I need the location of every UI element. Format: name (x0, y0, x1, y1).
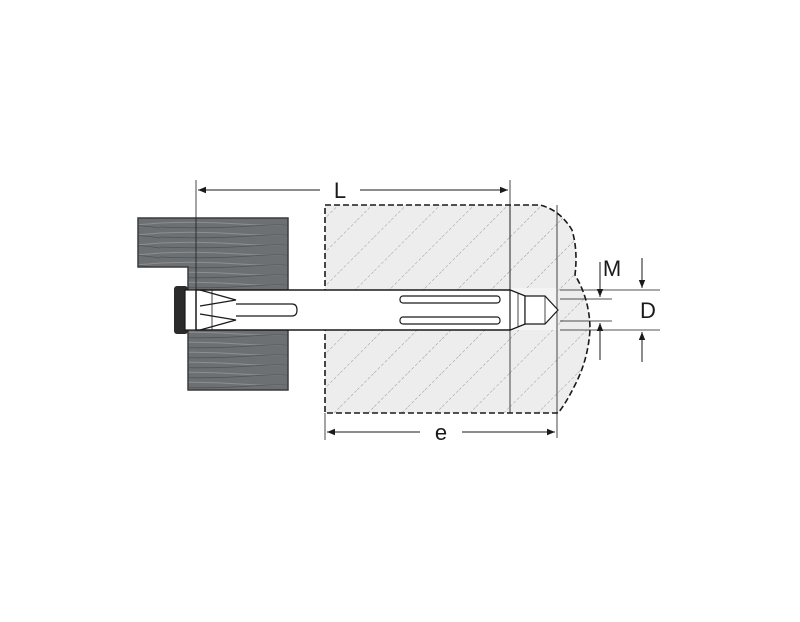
anchor-head-washer (174, 286, 198, 334)
drill-point (524, 295, 559, 325)
diameter-label: D (640, 298, 656, 323)
thread-label: M (603, 256, 621, 281)
dimension-diameter: D (560, 258, 660, 362)
dimension-thread: M (560, 256, 621, 360)
anchor-sleeve (195, 289, 526, 331)
dimension-length: L (195, 178, 511, 290)
embedment-label: e (435, 420, 447, 445)
length-label: L (334, 178, 346, 203)
dimension-embedment: e (324, 413, 555, 445)
